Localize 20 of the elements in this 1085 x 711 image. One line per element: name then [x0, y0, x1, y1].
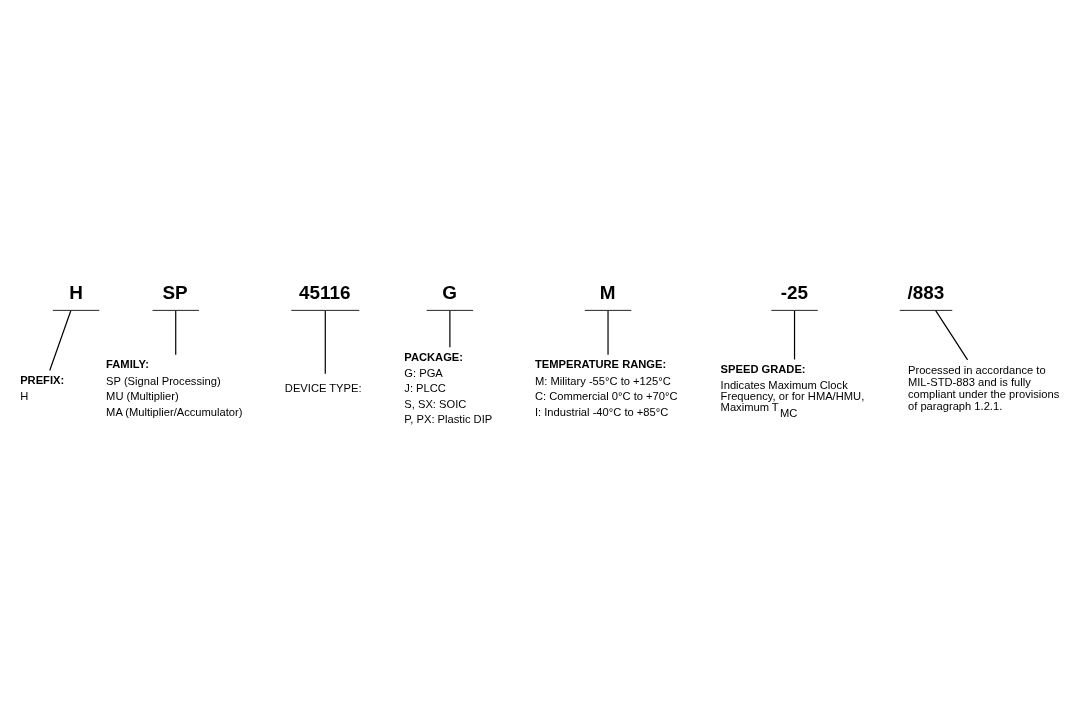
- connector: [935, 310, 969, 361]
- node-text: G: [442, 281, 457, 303]
- connector: [449, 310, 451, 348]
- connector: [175, 310, 177, 356]
- node-text: DEVICE TYPE:: [284, 382, 362, 395]
- node-text: H: [69, 281, 83, 303]
- node-text: M: [599, 281, 616, 303]
- node-text: PACKAGE: G: PGA J: PLCC S, SX: SOIC P, PX: Plastic DIP: [404, 350, 493, 426]
- node-text: FAMILY: SP (Signal Processing) MU (Multiplier) MA (Multiplier/Accumulator): [106, 358, 243, 418]
- node-text: 45116: [299, 281, 351, 303]
- node-text: -25: [780, 281, 809, 303]
- connector: [49, 310, 72, 372]
- connector: [607, 310, 609, 356]
- connector: [324, 310, 326, 375]
- node-text: TEMPERATURE RANGE: M: Military -55°C to +125°C C: Commercial 0°C to +70°C I: Industrial -40°C to +85°C: [534, 358, 678, 418]
- connector: [793, 310, 796, 361]
- node-text: Processed in accordance to MIL-STD-883 and is fully compliant under the provisions of paragraph 1.2.1.: [907, 364, 1060, 413]
- node-text: SP: [162, 281, 188, 303]
- node-text: PREFIX: H: [20, 373, 65, 403]
- node-text: /883: [907, 281, 945, 303]
